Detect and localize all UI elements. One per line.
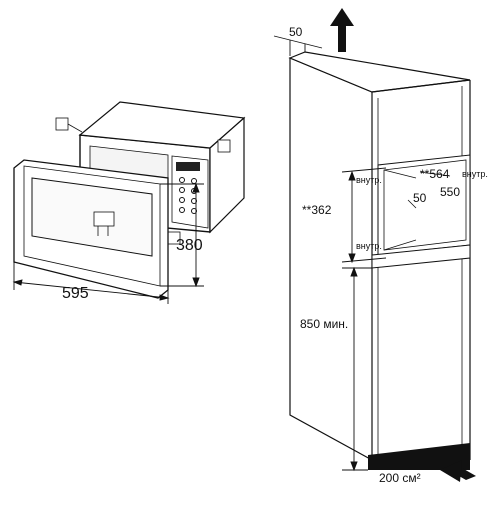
label-850-min: 850 мин. bbox=[300, 317, 349, 331]
label-inner-top-right: внутр. bbox=[462, 169, 488, 179]
label-top-50: 50 bbox=[289, 25, 303, 39]
label-595: 595 bbox=[62, 285, 89, 302]
dimension-362 bbox=[341, 167, 387, 264]
label-inner-50: 50 bbox=[413, 191, 427, 205]
label-inner-top: внутр. bbox=[356, 175, 382, 185]
airflow-up-arrow bbox=[330, 8, 354, 52]
airflow-in-arrow bbox=[440, 460, 476, 482]
bracket-icon bbox=[93, 211, 115, 227]
dimension-595 bbox=[12, 262, 170, 304]
label-niche-550: 550 bbox=[440, 185, 461, 199]
dimension-inner-50 bbox=[407, 171, 451, 209]
label-inner-bottom: внутр. bbox=[356, 241, 382, 251]
label-vent-200: 200 см² bbox=[379, 471, 421, 485]
label-niche-564: **564 bbox=[420, 167, 450, 181]
label-niche-362: **362 bbox=[302, 203, 332, 217]
label-380: 380 bbox=[176, 237, 203, 254]
dimension-top-50 bbox=[273, 35, 323, 56]
cabinet bbox=[288, 51, 471, 470]
dimension-380 bbox=[160, 182, 204, 288]
mounting-frame bbox=[13, 159, 169, 299]
dimension-850 bbox=[342, 266, 372, 472]
clip-icon bbox=[55, 117, 69, 131]
